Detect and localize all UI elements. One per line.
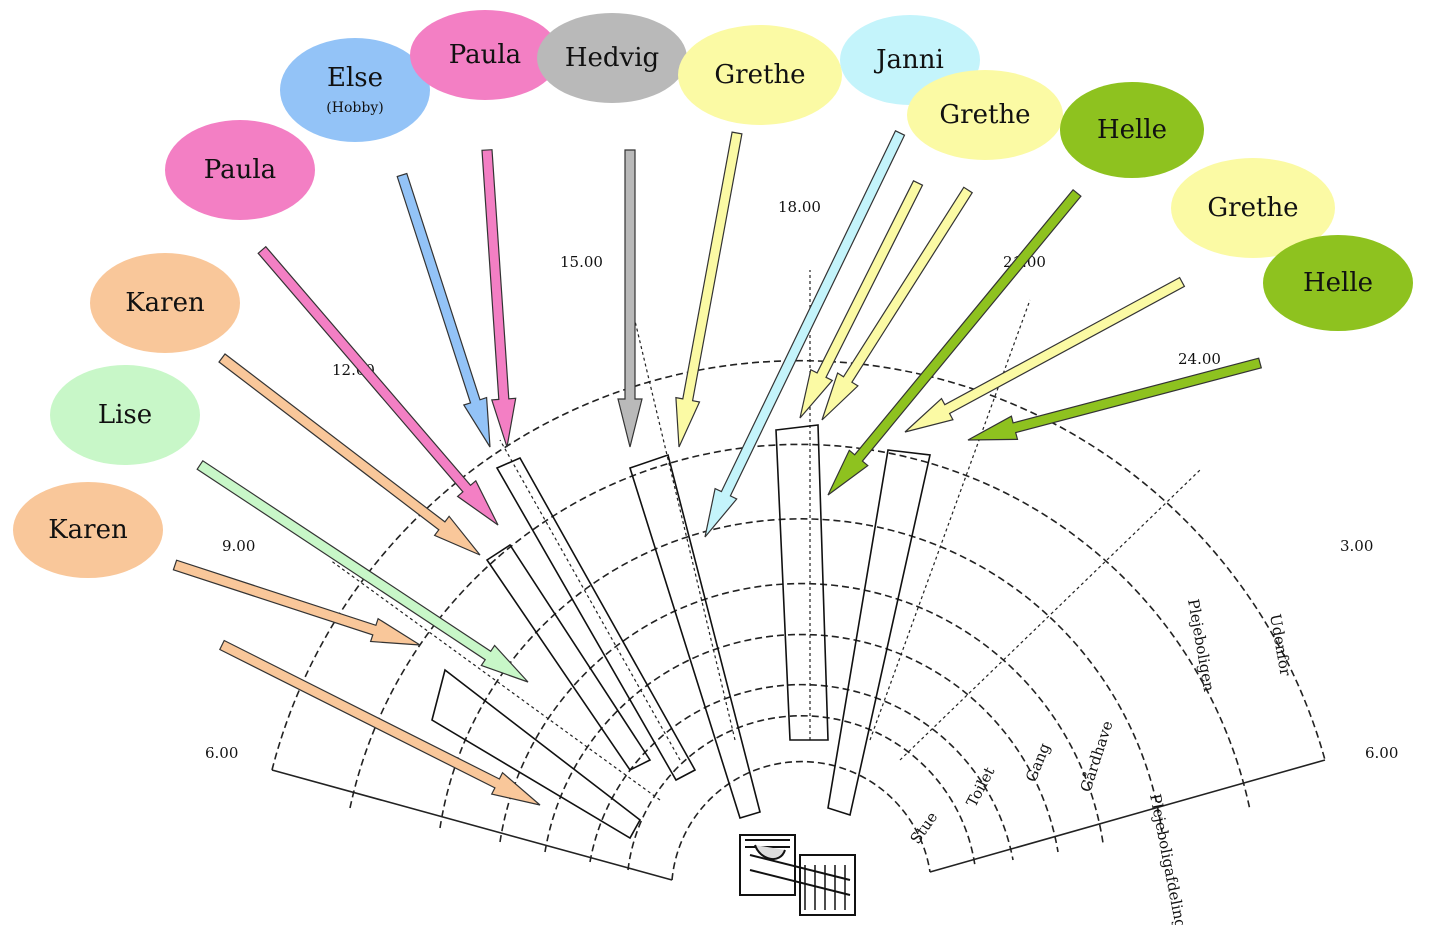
person-name: Paula bbox=[204, 155, 276, 185]
person-ellipse bbox=[907, 70, 1063, 160]
bed-icon bbox=[739, 834, 856, 916]
arrows bbox=[172, 129, 1263, 806]
time-label: 6.00 bbox=[205, 744, 238, 762]
person-name: Hedvig bbox=[565, 43, 659, 73]
arrow bbox=[172, 559, 421, 646]
time-label: 18.00 bbox=[778, 198, 821, 216]
person-name: Karen bbox=[125, 288, 205, 318]
arrow bbox=[196, 459, 529, 683]
person-ellipse bbox=[410, 10, 560, 100]
person-name: Helle bbox=[1097, 115, 1167, 145]
time-labels: 6.00 9.00 12.00 15.00 18.00 21.00 24.00 … bbox=[205, 198, 1398, 762]
arrow bbox=[219, 639, 541, 806]
person-bubble: Grethe bbox=[678, 25, 842, 125]
person-ellipse bbox=[678, 25, 842, 125]
zone-label: Gårdhave bbox=[1077, 719, 1117, 795]
slot bbox=[827, 449, 931, 817]
ring-5 bbox=[499, 582, 1104, 844]
person-ellipse bbox=[90, 253, 240, 353]
time-label: 9.00 bbox=[222, 537, 255, 555]
person-bubble: Hedvig bbox=[537, 13, 687, 103]
person-name: Janni bbox=[873, 45, 944, 75]
person-bubble: Helle bbox=[1263, 235, 1413, 331]
person-ellipse bbox=[1263, 235, 1413, 331]
baseline-left bbox=[271, 769, 673, 881]
arrow bbox=[396, 172, 491, 448]
person-ellipse bbox=[1060, 82, 1204, 178]
person-ellipse bbox=[165, 120, 315, 220]
zone-label: Udenfor bbox=[1266, 613, 1295, 679]
time-label: 24.00 bbox=[1178, 350, 1221, 368]
person-name: Karen bbox=[48, 515, 128, 545]
person-name: Grethe bbox=[714, 60, 805, 90]
person-subtitle: (Hobby) bbox=[326, 100, 383, 116]
arrow bbox=[617, 149, 643, 448]
person-bubble: Paula bbox=[165, 120, 315, 220]
ring-3 bbox=[589, 683, 1014, 863]
ring-1 bbox=[671, 760, 931, 881]
zone-label: Gang bbox=[1022, 740, 1054, 784]
arrow bbox=[675, 131, 743, 448]
person-name: Grethe bbox=[1207, 193, 1298, 223]
activity-slots bbox=[431, 424, 931, 840]
person-name: Else bbox=[327, 63, 383, 93]
person-bubble: Karen bbox=[13, 482, 163, 578]
person-name: Lise bbox=[98, 400, 152, 430]
slot bbox=[629, 453, 761, 819]
person-bubble: Else (Hobby) bbox=[280, 38, 430, 142]
arrow bbox=[704, 129, 906, 538]
person-bubble: Helle bbox=[1060, 82, 1204, 178]
ring-6 bbox=[439, 518, 1163, 833]
arrow bbox=[218, 353, 481, 556]
arrow bbox=[967, 357, 1263, 441]
ring-4 bbox=[544, 633, 1059, 853]
person-ellipse bbox=[13, 482, 163, 578]
person-name: Grethe bbox=[939, 100, 1030, 130]
slot bbox=[775, 424, 829, 741]
slot bbox=[485, 543, 652, 772]
arrow bbox=[904, 276, 1186, 433]
person-ellipse bbox=[1171, 158, 1335, 258]
arrow bbox=[257, 245, 499, 526]
person-name: Paula bbox=[449, 40, 521, 70]
person-bubble: Grethe bbox=[1171, 158, 1335, 258]
person-bubble: Grethe bbox=[907, 70, 1063, 160]
time-label: 6.00 bbox=[1365, 744, 1398, 762]
zone-rings bbox=[271, 270, 1326, 881]
person-ellipse bbox=[537, 13, 687, 103]
zone-label: Plejeboligafdelingen bbox=[1146, 792, 1193, 925]
arrow bbox=[799, 180, 924, 419]
person-bubble: Karen bbox=[90, 253, 240, 353]
person-name: Helle bbox=[1303, 268, 1373, 298]
arrow bbox=[827, 188, 1082, 496]
zone-label: Plejeboligen bbox=[1184, 598, 1218, 694]
slot bbox=[495, 456, 697, 782]
baseline-right bbox=[929, 759, 1326, 873]
arrow bbox=[481, 149, 517, 448]
person-bubble: Paula bbox=[410, 10, 560, 100]
slot bbox=[431, 668, 642, 840]
person-bubble: Lise bbox=[50, 365, 200, 465]
person-ellipse bbox=[280, 38, 430, 142]
zone-label: Toilet bbox=[963, 764, 999, 810]
arrow bbox=[821, 186, 974, 421]
time-label: 15.00 bbox=[560, 253, 603, 271]
ring-8 bbox=[271, 359, 1326, 771]
zone-label: Stue bbox=[907, 808, 942, 847]
person-ellipse bbox=[50, 365, 200, 465]
time-label: 3.00 bbox=[1340, 537, 1373, 555]
